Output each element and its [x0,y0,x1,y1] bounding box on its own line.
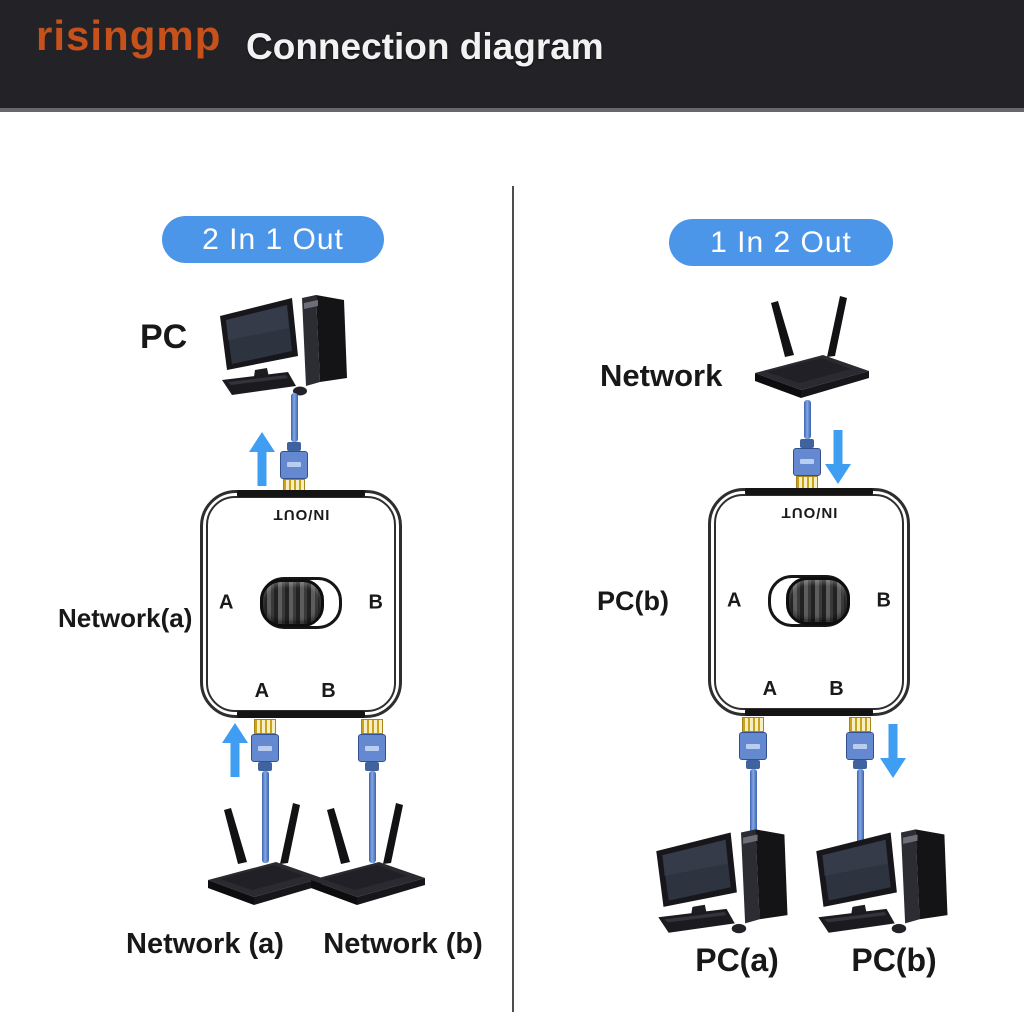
arrow-up-icon [222,723,248,777]
rj45-port-bottom [745,709,873,716]
ethernet-plug-icon [739,717,767,845]
pc-b-label: PC(b) [851,942,937,978]
port-a-label: A [727,589,742,612]
port-a-label: A [219,591,234,614]
network-b-label: Network (b) [323,928,483,960]
rj45-port-bottom [237,711,365,718]
rj45-port-top [237,490,365,497]
pc-label: PC [140,318,188,356]
in-out-label: IN/OUT [272,506,330,523]
port-b-bottom-label: B [829,678,844,700]
switch-track [768,574,850,627]
switch-side-label-right: PC(b) [597,586,669,616]
switch-side-label-left: Network(a) [58,603,193,633]
ethernet-plug-icon [793,400,821,491]
in-out-label: IN/OUT [780,504,838,521]
brand-logo: risingmp [36,12,222,59]
vertical-divider [512,186,514,1012]
pc-icon [808,822,963,938]
arrow-up-icon [249,432,275,486]
port-b-bottom-label: B [321,680,336,702]
port-b-label: B [368,591,383,614]
page-title: Connection diagram [246,26,604,67]
arrow-down-icon [825,430,851,484]
network-label: Network [600,358,723,393]
ethernet-plug-icon [846,717,874,845]
mode-badge-right: 1 In 2 Out [669,219,893,266]
ethernet-plug-icon [251,719,279,863]
pc-a-label: PC(a) [695,942,779,978]
port-a-bottom-label: A [762,678,778,700]
router-icon [747,293,877,408]
network-switch-box: IN/OUT A B A B [200,490,402,718]
ethernet-plug-icon [358,719,386,863]
switch-knob [260,578,324,627]
port-a-bottom-label: A [254,680,270,702]
header-bar: risingmp Connection diagram [0,0,1024,112]
arrow-down-icon [880,724,906,778]
port-b-label: B [876,589,891,612]
network-a-label: Network (a) [126,928,284,960]
mode-badge-left: 2 In 1 Out [162,216,384,263]
switch-knob [786,576,850,625]
switch-track [260,576,342,629]
network-switch-box: IN/OUT A B A B [708,488,910,716]
router-icon [303,800,433,915]
ethernet-plug-icon [280,393,308,494]
pc-icon [212,288,362,400]
pc-icon [648,822,803,938]
rj45-port-top [745,488,873,495]
